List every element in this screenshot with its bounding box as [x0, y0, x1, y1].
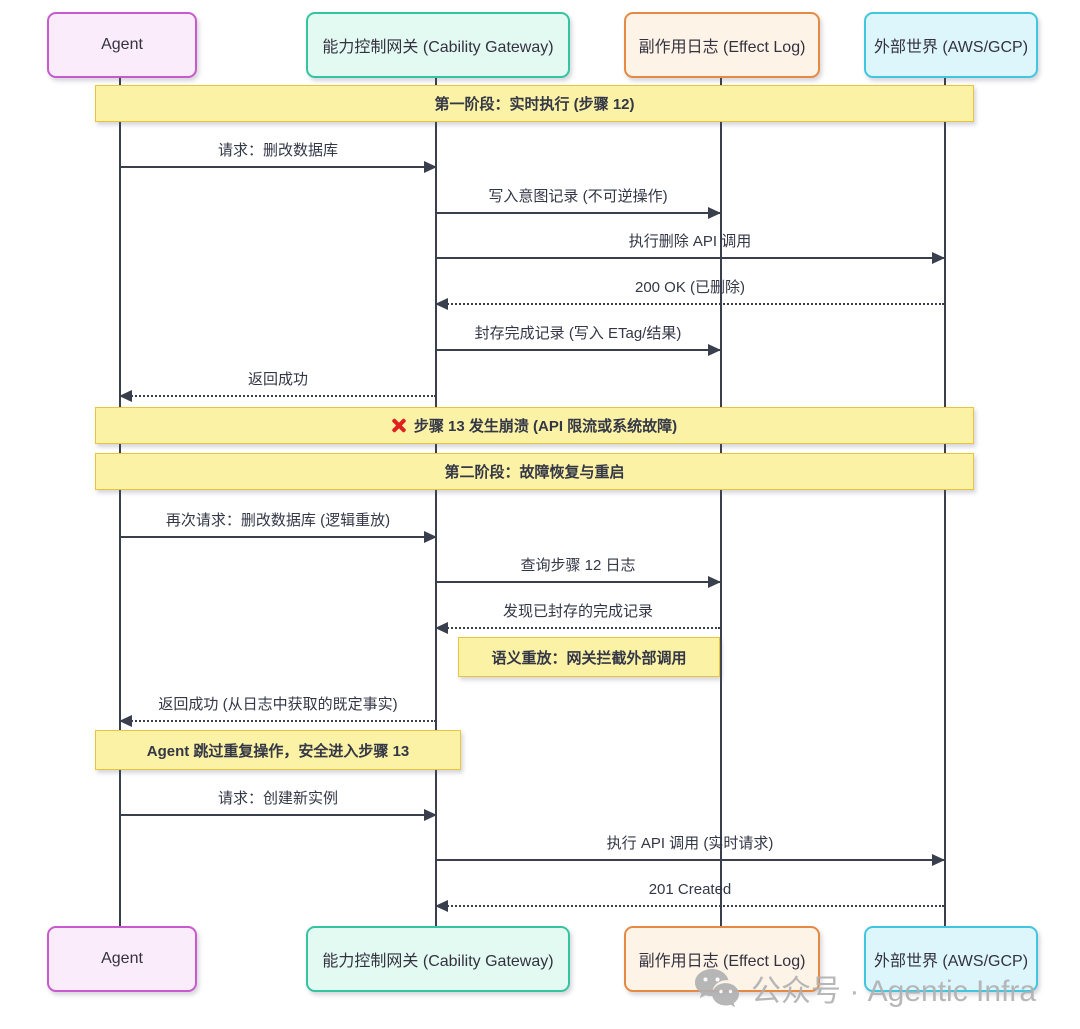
message-return-success-from-log: 返回成功 (从日志中获取的既定事实)	[119, 692, 436, 727]
actor-label: 外部世界 (AWS/GCP)	[873, 953, 1029, 970]
watermark-label: 公众号 · Agentic Infra	[751, 975, 1037, 1008]
message-label: 请求：删改数据库	[217, 142, 338, 159]
arrow-line	[119, 390, 436, 402]
wechat-icon	[695, 969, 739, 1008]
message-label: 返回成功 (从日志中获取的既定事实)	[158, 696, 398, 713]
actor-label: 副作用日志 (Effect Log)	[638, 39, 806, 56]
arrow-line	[120, 161, 437, 173]
actor-gateway-top: 能力控制网关 (Cability Gateway)	[306, 12, 570, 78]
message-label: 封存完成记录 (写入 ETag/结果)	[474, 325, 682, 342]
note-label: 语义重放：网关拦截外部调用	[491, 649, 687, 667]
banner-phase-1: 第一阶段：实时执行 (步骤 12)	[95, 85, 974, 122]
actor-label: 能力控制网关 (Cability Gateway)	[322, 39, 554, 56]
red-x-icon	[392, 418, 407, 433]
banner-phase-2: 第二阶段：故障恢复与重启	[95, 453, 974, 490]
actor-agent-bottom: Agent	[47, 926, 197, 992]
message-found-sealed-record: 发现已封存的完成记录	[435, 599, 720, 634]
message-label: 请求：创建新实例	[217, 790, 338, 807]
message-seal-record: 封存完成记录 (写入 ETag/结果)	[436, 321, 721, 356]
actor-effect-log-top: 副作用日志 (Effect Log)	[624, 12, 820, 78]
actor-label: Agent	[101, 950, 143, 967]
arrow-line	[436, 854, 945, 866]
message-retry-request: 再次请求：删改数据库 (逻辑重放)	[120, 508, 437, 543]
watermark: 公众号 · Agentic Infra	[693, 962, 1036, 1014]
lifeline-agent	[119, 74, 121, 926]
arrow-line	[120, 531, 437, 543]
message-label: 执行删除 API 调用	[628, 233, 752, 250]
message-label: 执行 API 调用 (实时请求)	[606, 835, 774, 852]
actor-label: 外部世界 (AWS/GCP)	[873, 39, 1029, 56]
message-label: 返回成功	[247, 371, 308, 388]
actor-external-world-bottom: 外部世界 (AWS/GCP)	[864, 926, 1038, 992]
actor-gateway-bottom: 能力控制网关 (Cability Gateway)	[306, 926, 570, 992]
message-label: 再次请求：删改数据库 (逻辑重放)	[165, 512, 391, 529]
message-label: 写入意图记录 (不可逆操作)	[488, 188, 668, 205]
arrow-line	[436, 576, 721, 588]
lifeline-effect-log	[720, 74, 722, 926]
actor-external-world-top: 外部世界 (AWS/GCP)	[864, 12, 1038, 78]
message-return-success: 返回成功	[119, 367, 436, 402]
actor-label: 能力控制网关 (Cability Gateway)	[322, 953, 554, 970]
message-write-intent: 写入意图记录 (不可逆操作)	[436, 184, 721, 219]
note-label: Agent 跳过重复操作，安全进入步骤 13	[146, 742, 410, 760]
arrow-line	[436, 252, 945, 264]
message-exec-delete-api: 执行删除 API 调用	[436, 229, 945, 264]
banner-label: 步骤 13 发生崩溃 (API 限流或系统故障)	[413, 418, 678, 435]
lifeline-gateway	[435, 74, 437, 926]
actor-label: Agent	[101, 36, 143, 53]
arrow-line	[119, 715, 436, 727]
lifeline-external-world	[944, 74, 946, 926]
banner-label: 第一阶段：实时执行 (步骤 12)	[434, 96, 635, 113]
actor-agent-top: Agent	[47, 12, 197, 78]
arrow-line	[436, 207, 721, 219]
arrow-line	[435, 298, 944, 310]
arrow-line	[436, 344, 721, 356]
message-200-ok: 200 OK (已删除)	[435, 275, 944, 310]
message-request-create-instance: 请求：创建新实例	[120, 786, 437, 821]
note-agent-skip: Agent 跳过重复操作，安全进入步骤 13	[95, 730, 461, 770]
message-label: 200 OK (已删除)	[634, 279, 746, 296]
arrow-line	[435, 900, 944, 912]
note-semantic-replay: 语义重放：网关拦截外部调用	[458, 637, 720, 677]
message-request-delete-db: 请求：删改数据库	[120, 138, 437, 173]
banner-label: 第二阶段：故障恢复与重启	[444, 464, 625, 481]
message-label: 201 Created	[648, 881, 732, 898]
message-exec-api-live: 执行 API 调用 (实时请求)	[436, 831, 945, 866]
arrow-line	[120, 809, 437, 821]
message-201-created: 201 Created	[435, 877, 944, 912]
arrow-line	[435, 622, 720, 634]
banner-crash: 步骤 13 发生崩溃 (API 限流或系统故障)	[95, 407, 974, 444]
message-label: 查询步骤 12 日志	[520, 557, 636, 574]
message-label: 发现已封存的完成记录	[502, 603, 653, 620]
actor-label: 副作用日志 (Effect Log)	[638, 953, 806, 970]
message-query-step12-log: 查询步骤 12 日志	[436, 553, 721, 588]
